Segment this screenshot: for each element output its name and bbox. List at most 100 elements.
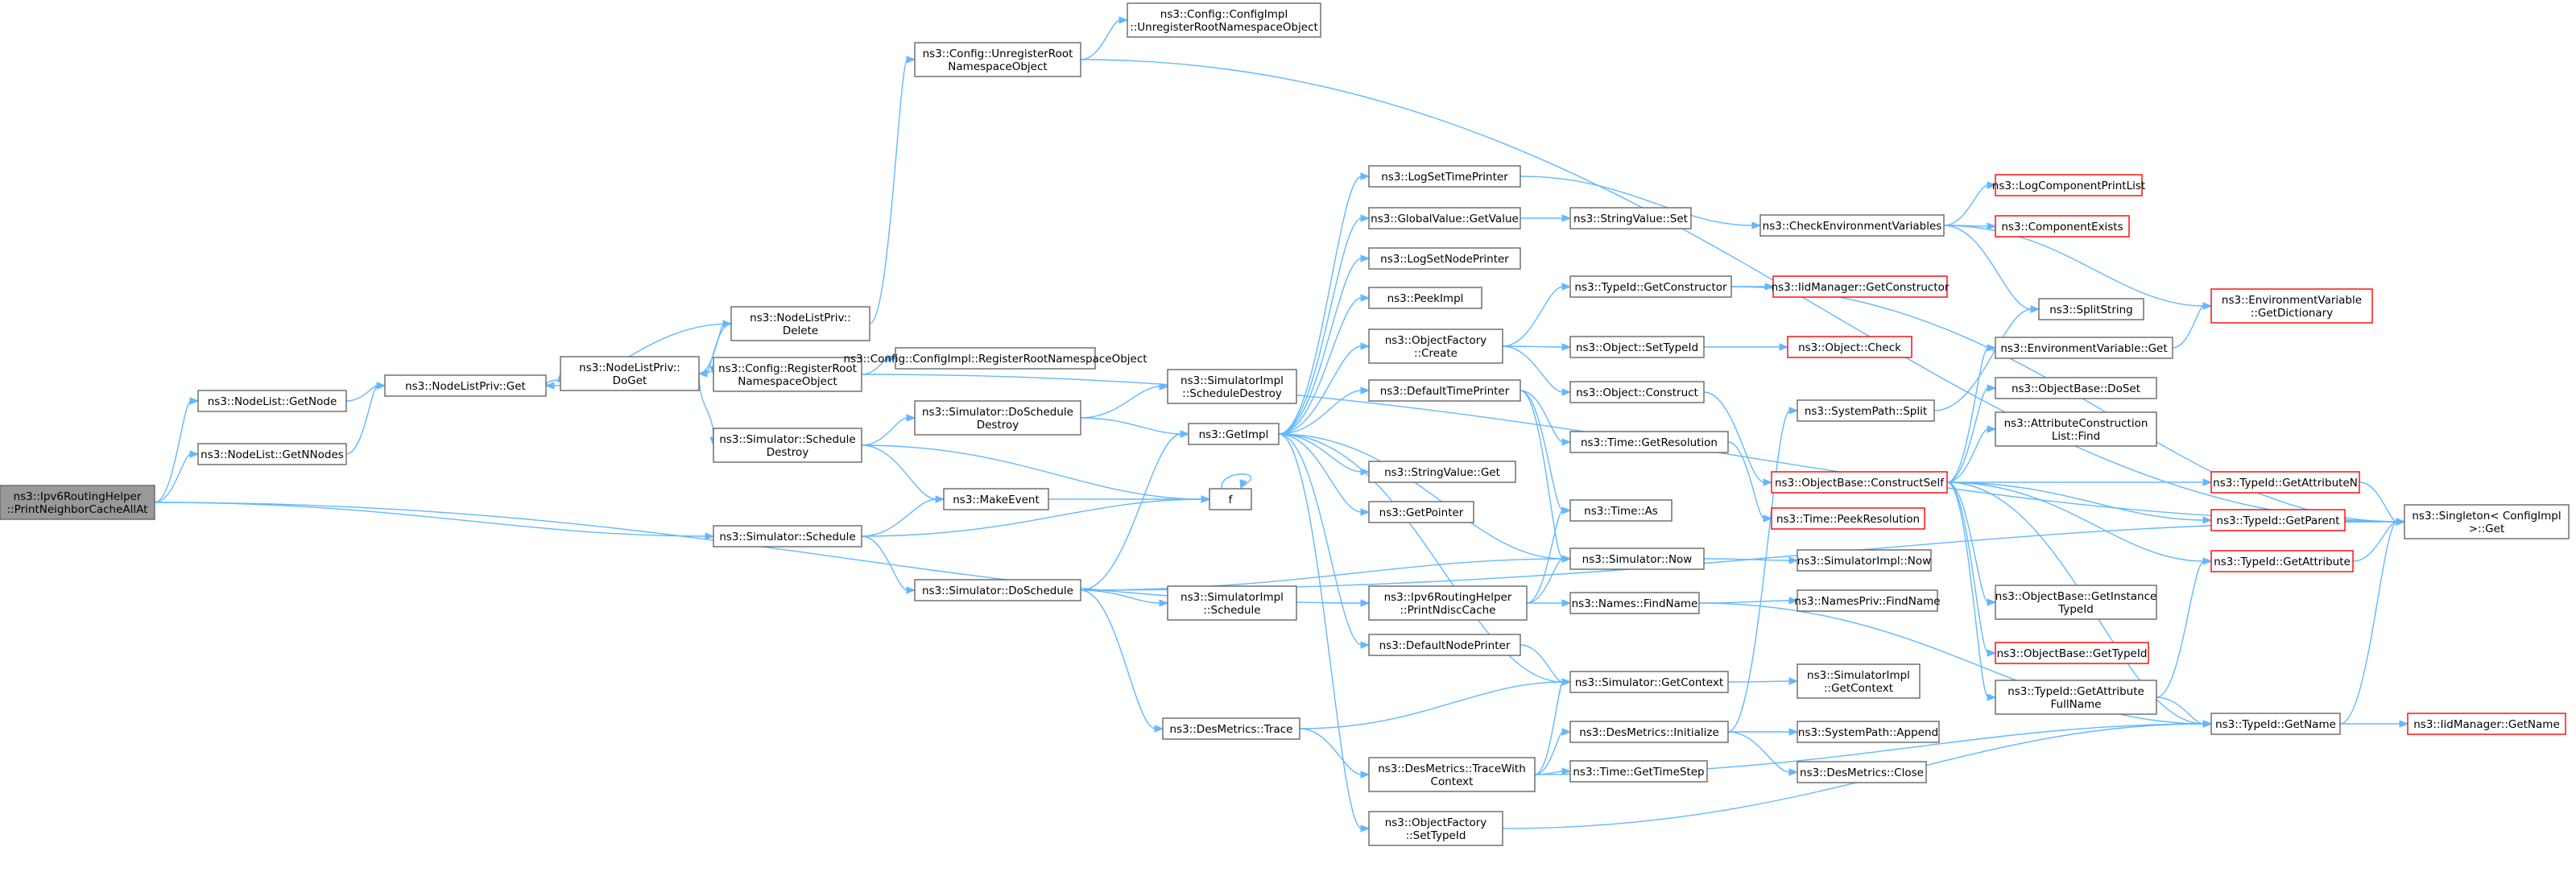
node-objbasedoset[interactable]: ns3::ObjectBase::DoSet: [1995, 377, 2157, 399]
edge-arrowhead: [1987, 425, 1997, 433]
edge-line: [1703, 391, 1765, 483]
node-timegetres[interactable]: ns3::Time::GetResolution: [1569, 431, 1729, 453]
node-makeevent[interactable]: ns3::MakeEvent: [943, 488, 1049, 510]
node-gvgetvalue[interactable]: ns3::GlobalValue::GetValue: [1368, 207, 1521, 229]
edge-line: [1278, 176, 1362, 435]
node-printndisc[interactable]: ns3::Ipv6RoutingHelper::PrintNdiscCache: [1368, 585, 1528, 621]
node-logsettime[interactable]: ns3::LogSetTimePrinter: [1368, 165, 1521, 188]
node-nlpdelete[interactable]: ns3::NodeListPriv::Delete: [730, 306, 870, 341]
node-desclose[interactable]: ns3::DesMetrics::Close: [1797, 761, 1927, 783]
node-box: [730, 306, 870, 341]
node-box: [1368, 461, 1516, 483]
edge-line: [1299, 681, 1564, 729]
node-simschdestroy[interactable]: ns3::Simulator::ScheduleDestroy: [713, 428, 862, 463]
node-simimplnow[interactable]: ns3::SimulatorImpl::Now: [1797, 549, 1932, 572]
node-f[interactable]: f: [1209, 488, 1252, 510]
node-tidgetattr[interactable]: ns3::TypeId::GetAttribute: [2210, 550, 2354, 572]
node-desinit[interactable]: ns3::DesMetrics::Initialize: [1569, 721, 1729, 743]
edge-arrowhead: [906, 56, 916, 64]
node-simgetctx[interactable]: ns3::Simulator::GetContext: [1569, 671, 1729, 693]
edge-printndisc-to-timeas: [1526, 506, 1572, 604]
node-root[interactable]: ns3::Ipv6RoutingHelper::PrintNeighborCac…: [0, 485, 155, 520]
node-envget[interactable]: ns3::EnvironmentVariable::Get: [1995, 337, 2173, 359]
node-simschedule[interactable]: ns3::Simulator::Schedule: [713, 525, 862, 548]
node-nlpget[interactable]: ns3::NodeListPriv::Get: [384, 374, 547, 397]
edge-arrowhead: [189, 450, 200, 458]
node-objconstruct[interactable]: ns3::Object::Construct: [1569, 381, 1705, 403]
node-logcomplist[interactable]: ns3::LogComponentPrintList: [1992, 174, 2145, 196]
edge-arrowhead: [1751, 221, 1762, 229]
edge-arrowhead: [1561, 599, 1572, 607]
node-objcheck[interactable]: ns3::Object::Check: [1787, 336, 1912, 358]
node-tidgetname[interactable]: ns3::TypeId::GetName: [2210, 713, 2341, 735]
node-simimplgetctx[interactable]: ns3::SimulatorImpl::GetContext: [1797, 663, 1921, 699]
node-getimpl[interactable]: ns3::GetImpl: [1188, 423, 1280, 445]
node-timepeekres[interactable]: ns3::Time::PeekResolution: [1771, 507, 1925, 530]
node-box: [1368, 811, 1503, 846]
node-envdict[interactable]: ns3::EnvironmentVariable::GetDictionary: [2210, 288, 2373, 324]
node-getnnodes[interactable]: ns3::NodeList::GetNNodes: [197, 443, 347, 465]
node-iidgetname[interactable]: ns3::IidManager::GetName: [2407, 713, 2566, 735]
node-label: Delete: [783, 324, 818, 337]
node-label: ns3::ObjectBase::GetInstance: [1995, 590, 2157, 603]
node-objsettypeid[interactable]: ns3::Object::SetTypeId: [1569, 336, 1705, 358]
node-destrace[interactable]: ns3::DesMetrics::Trace: [1162, 717, 1300, 740]
node-syspathsplit[interactable]: ns3::SystemPath::Split: [1797, 399, 1935, 422]
node-ofsettypeid[interactable]: ns3::ObjectFactory::SetTypeId: [1368, 811, 1503, 846]
node-deftimeprinter[interactable]: ns3::DefaultTimePrinter: [1368, 379, 1521, 402]
node-peekimpl[interactable]: ns3::PeekImpl: [1368, 287, 1482, 309]
node-objbasetypeid[interactable]: ns3::ObjectBase::GetTypeId: [1995, 642, 2149, 664]
node-splitstring[interactable]: ns3::SplitString: [2038, 298, 2144, 320]
node-cfgimplunreg[interactable]: ns3::Config::ConfigImpl::UnregisterRootN…: [1127, 2, 1321, 38]
node-box: [1569, 381, 1705, 403]
node-label: ns3::Simulator::Now: [1582, 553, 1693, 566]
node-getpointer[interactable]: ns3::GetPointer: [1368, 501, 1474, 523]
node-cfgimplreg[interactable]: ns3::Config::ConfigImpl::RegisterRootNam…: [843, 347, 1147, 370]
node-cfgunreg[interactable]: ns3::Config::UnregisterRootNamespaceObje…: [914, 42, 1081, 77]
node-compexists[interactable]: ns3::ComponentExists: [1995, 215, 2130, 238]
node-logsetnode[interactable]: ns3::LogSetNodePrinter: [1368, 247, 1521, 270]
edge-simschdestroy-to-makeevent: [861, 444, 945, 503]
node-namesfind[interactable]: ns3::Names::FindName: [1569, 592, 1700, 614]
edge-line: [1299, 728, 1362, 775]
node-simdoschedule[interactable]: ns3::Simulator::DoSchedule: [914, 579, 1081, 601]
node-syspathappend[interactable]: ns3::SystemPath::Append: [1797, 721, 1940, 743]
node-simimplschdestroy[interactable]: ns3::SimulatorImpl::ScheduleDestroy: [1167, 369, 1297, 404]
node-simnow[interactable]: ns3::Simulator::Now: [1569, 548, 1705, 570]
node-strvalget[interactable]: ns3::StringValue::Get: [1368, 461, 1516, 483]
node-timegetstep[interactable]: ns3::Time::GetTimeStep: [1569, 760, 1708, 783]
node-strvalset[interactable]: ns3::StringValue::Set: [1569, 207, 1692, 229]
node-namesprivfind[interactable]: ns3::NamesPriv::FindName: [1794, 589, 1941, 612]
node-ofcreate[interactable]: ns3::ObjectFactory::Create: [1368, 328, 1503, 364]
node-label: ns3::SystemPath::Split: [1805, 405, 1927, 418]
edge-getnnodes-to-nlpget: [345, 382, 387, 455]
node-label: ns3::DefaultNodePrinter: [1379, 639, 1511, 652]
node-nlpdoget[interactable]: ns3::NodeListPriv::DoGet: [560, 356, 700, 391]
node-checkenv[interactable]: ns3::CheckEnvironmentVariables: [1759, 214, 1945, 237]
call-graph-nodes: ns3::Ipv6RoutingHelper::PrintNeighborCac…: [0, 2, 2570, 846]
node-tidgetparent[interactable]: ns3::TypeId::GetParent: [2210, 509, 2346, 531]
edge-desinit-to-desclose: [1727, 731, 1799, 776]
edge-arrowhead: [2030, 305, 2041, 313]
node-timeas[interactable]: ns3::Time::As: [1569, 499, 1673, 522]
node-getnode[interactable]: ns3::NodeList::GetNode: [197, 390, 347, 412]
node-iidgetctor[interactable]: ns3::IidManager::GetConstructor: [1772, 275, 1950, 298]
edge-arrowhead: [906, 414, 916, 422]
node-defnodeprinter[interactable]: ns3::DefaultNodePrinter: [1368, 634, 1521, 656]
node-tidgetctor[interactable]: ns3::TypeId::GetConstructor: [1569, 275, 1732, 298]
edge-line: [1278, 390, 1362, 435]
node-tidgetattrn[interactable]: ns3::TypeId::GetAttributeN: [2210, 471, 2360, 494]
edge-line: [2344, 519, 2398, 523]
node-label: ns3::Object::Construct: [1576, 386, 1698, 399]
node-singleton[interactable]: ns3::Singleton< ConfigImpl>::Get: [2404, 504, 2570, 539]
node-objbasector[interactable]: ns3::ObjectBase::ConstructSelf: [1771, 471, 1948, 494]
node-simimplschedule[interactable]: ns3::SimulatorImpl::Schedule: [1167, 585, 1297, 621]
node-cfgreg[interactable]: ns3::Config::RegisterRootNamespaceObject: [713, 357, 862, 392]
edge-simdoschedule-to-simnow: [1080, 555, 1572, 591]
edge-line: [1946, 481, 2205, 521]
